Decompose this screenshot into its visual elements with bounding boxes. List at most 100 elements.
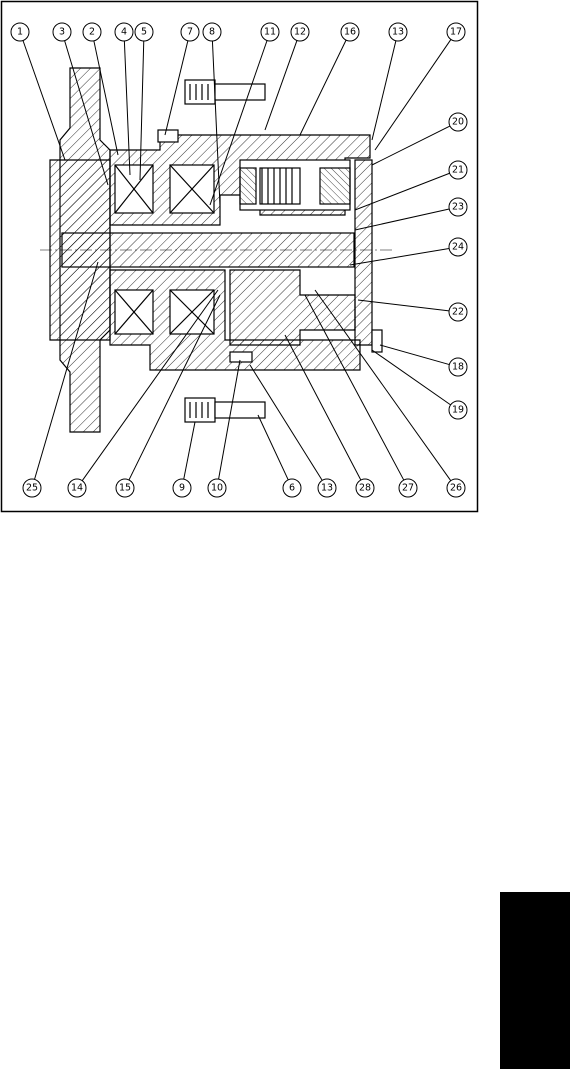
leader-line-7	[164, 40, 189, 136]
leader-line-21	[354, 172, 450, 211]
callout-label-12: 12	[294, 27, 306, 38]
callout-label-2: 2	[89, 27, 95, 38]
callout-label-15: 15	[119, 483, 131, 494]
leader-line-18	[379, 344, 450, 366]
drawing-body	[40, 67, 395, 433]
callout-circle-13	[388, 22, 408, 42]
callout-label-5: 5	[141, 27, 147, 38]
leader-line-2	[93, 40, 119, 156]
leader-line-10	[218, 359, 241, 480]
callout-label-17: 17	[450, 27, 462, 38]
bolt-lower	[184, 397, 266, 423]
callout-label-3: 3	[59, 27, 65, 38]
callout-circle-26	[446, 478, 466, 498]
drain-plug	[371, 329, 383, 353]
callout-label-10: 10	[211, 483, 223, 494]
callout-circle-7	[180, 22, 200, 42]
callout-circle-10	[207, 478, 227, 498]
screw-plug-lower	[229, 351, 253, 363]
callout-circle-15	[115, 478, 135, 498]
callout-label-20: 20	[452, 117, 464, 128]
callout-circle-6	[282, 478, 302, 498]
callout-label-4: 4	[121, 27, 127, 38]
callout-label-23: 23	[452, 202, 464, 213]
callout-circle-14	[67, 478, 87, 498]
callout-circle-8	[202, 22, 222, 42]
leader-line-26	[314, 289, 452, 481]
callout-label-25: 25	[26, 483, 38, 494]
leader-line-28	[284, 334, 362, 481]
callout-label-6: 6	[289, 483, 295, 494]
leader-line-23	[354, 208, 450, 231]
callout-circle-23	[448, 197, 468, 217]
callout-label-8: 8	[209, 27, 215, 38]
screw-plug-upper	[157, 129, 179, 143]
leader-line-12	[264, 40, 298, 131]
leader-line-20	[371, 125, 451, 166]
callout-label-28: 28	[359, 483, 371, 494]
callout-label-27: 27	[402, 483, 414, 494]
callout-circle-19	[448, 400, 468, 420]
callout-label-19: 19	[452, 405, 464, 416]
leader-line-17	[374, 39, 452, 151]
callout-circle-9	[172, 478, 192, 498]
callout-circle-24	[448, 237, 468, 257]
callout-label-7: 7	[187, 27, 193, 38]
callout-label-18: 18	[452, 362, 464, 373]
callout-label-13: 13	[392, 27, 404, 38]
planet-gear	[239, 159, 351, 211]
callout-circle-2	[82, 22, 102, 42]
leader-line-25	[34, 261, 99, 480]
callout-label-9: 9	[179, 483, 185, 494]
leader-line-1	[22, 40, 66, 161]
callout-label-16: 16	[344, 27, 356, 38]
callout-circle-28	[355, 478, 375, 498]
callout-circle-25	[22, 478, 42, 498]
leader-line-5	[139, 40, 145, 181]
leader-line-27	[304, 294, 405, 481]
leader-line-15	[128, 294, 221, 481]
callout-circle-4	[114, 22, 134, 42]
callout-circle-18	[448, 357, 468, 377]
callout-circle-17	[446, 22, 466, 42]
callout-label-21: 21	[452, 165, 464, 176]
figure-frame	[0, 0, 479, 513]
callout-label-11: 11	[264, 27, 276, 38]
end-cover	[354, 159, 373, 346]
leader-line-4	[123, 40, 131, 176]
leader-line-16	[299, 39, 347, 136]
callout-circle-12	[290, 22, 310, 42]
planet-carrier	[229, 269, 356, 346]
callout-circle-16	[340, 22, 360, 42]
callout-circle-20	[448, 112, 468, 132]
leader-line-22	[357, 299, 450, 312]
callout-circle-11	[260, 22, 280, 42]
callout-label-24: 24	[452, 242, 464, 253]
leader-line-8	[211, 40, 221, 206]
leader-line-11	[209, 40, 268, 206]
callout-circle-22	[448, 302, 468, 322]
callout-label-1: 1	[17, 27, 23, 38]
leader-line-24	[349, 247, 450, 266]
callout-circle-5	[134, 22, 154, 42]
leader-line-3	[64, 40, 109, 186]
callout-circle-21	[448, 160, 468, 180]
callout-label-26: 26	[450, 483, 462, 494]
leader-line-9	[183, 421, 196, 480]
leader-line-6	[257, 414, 289, 481]
leader-line-19	[371, 349, 451, 406]
callout-label-13: 13	[321, 483, 333, 494]
leader-line-13	[249, 364, 323, 481]
callout-circle-13	[317, 478, 337, 498]
leader-line-13	[371, 40, 397, 141]
callout-circle-1	[10, 22, 30, 42]
bearing-group	[114, 164, 215, 335]
bolt-upper	[184, 79, 266, 105]
callout-label-22: 22	[452, 307, 464, 318]
callout-label-14: 14	[71, 483, 83, 494]
callout-circle-3	[52, 22, 72, 42]
callout-circle-27	[398, 478, 418, 498]
leader-line-14	[81, 289, 219, 481]
section-tab	[500, 892, 570, 1069]
